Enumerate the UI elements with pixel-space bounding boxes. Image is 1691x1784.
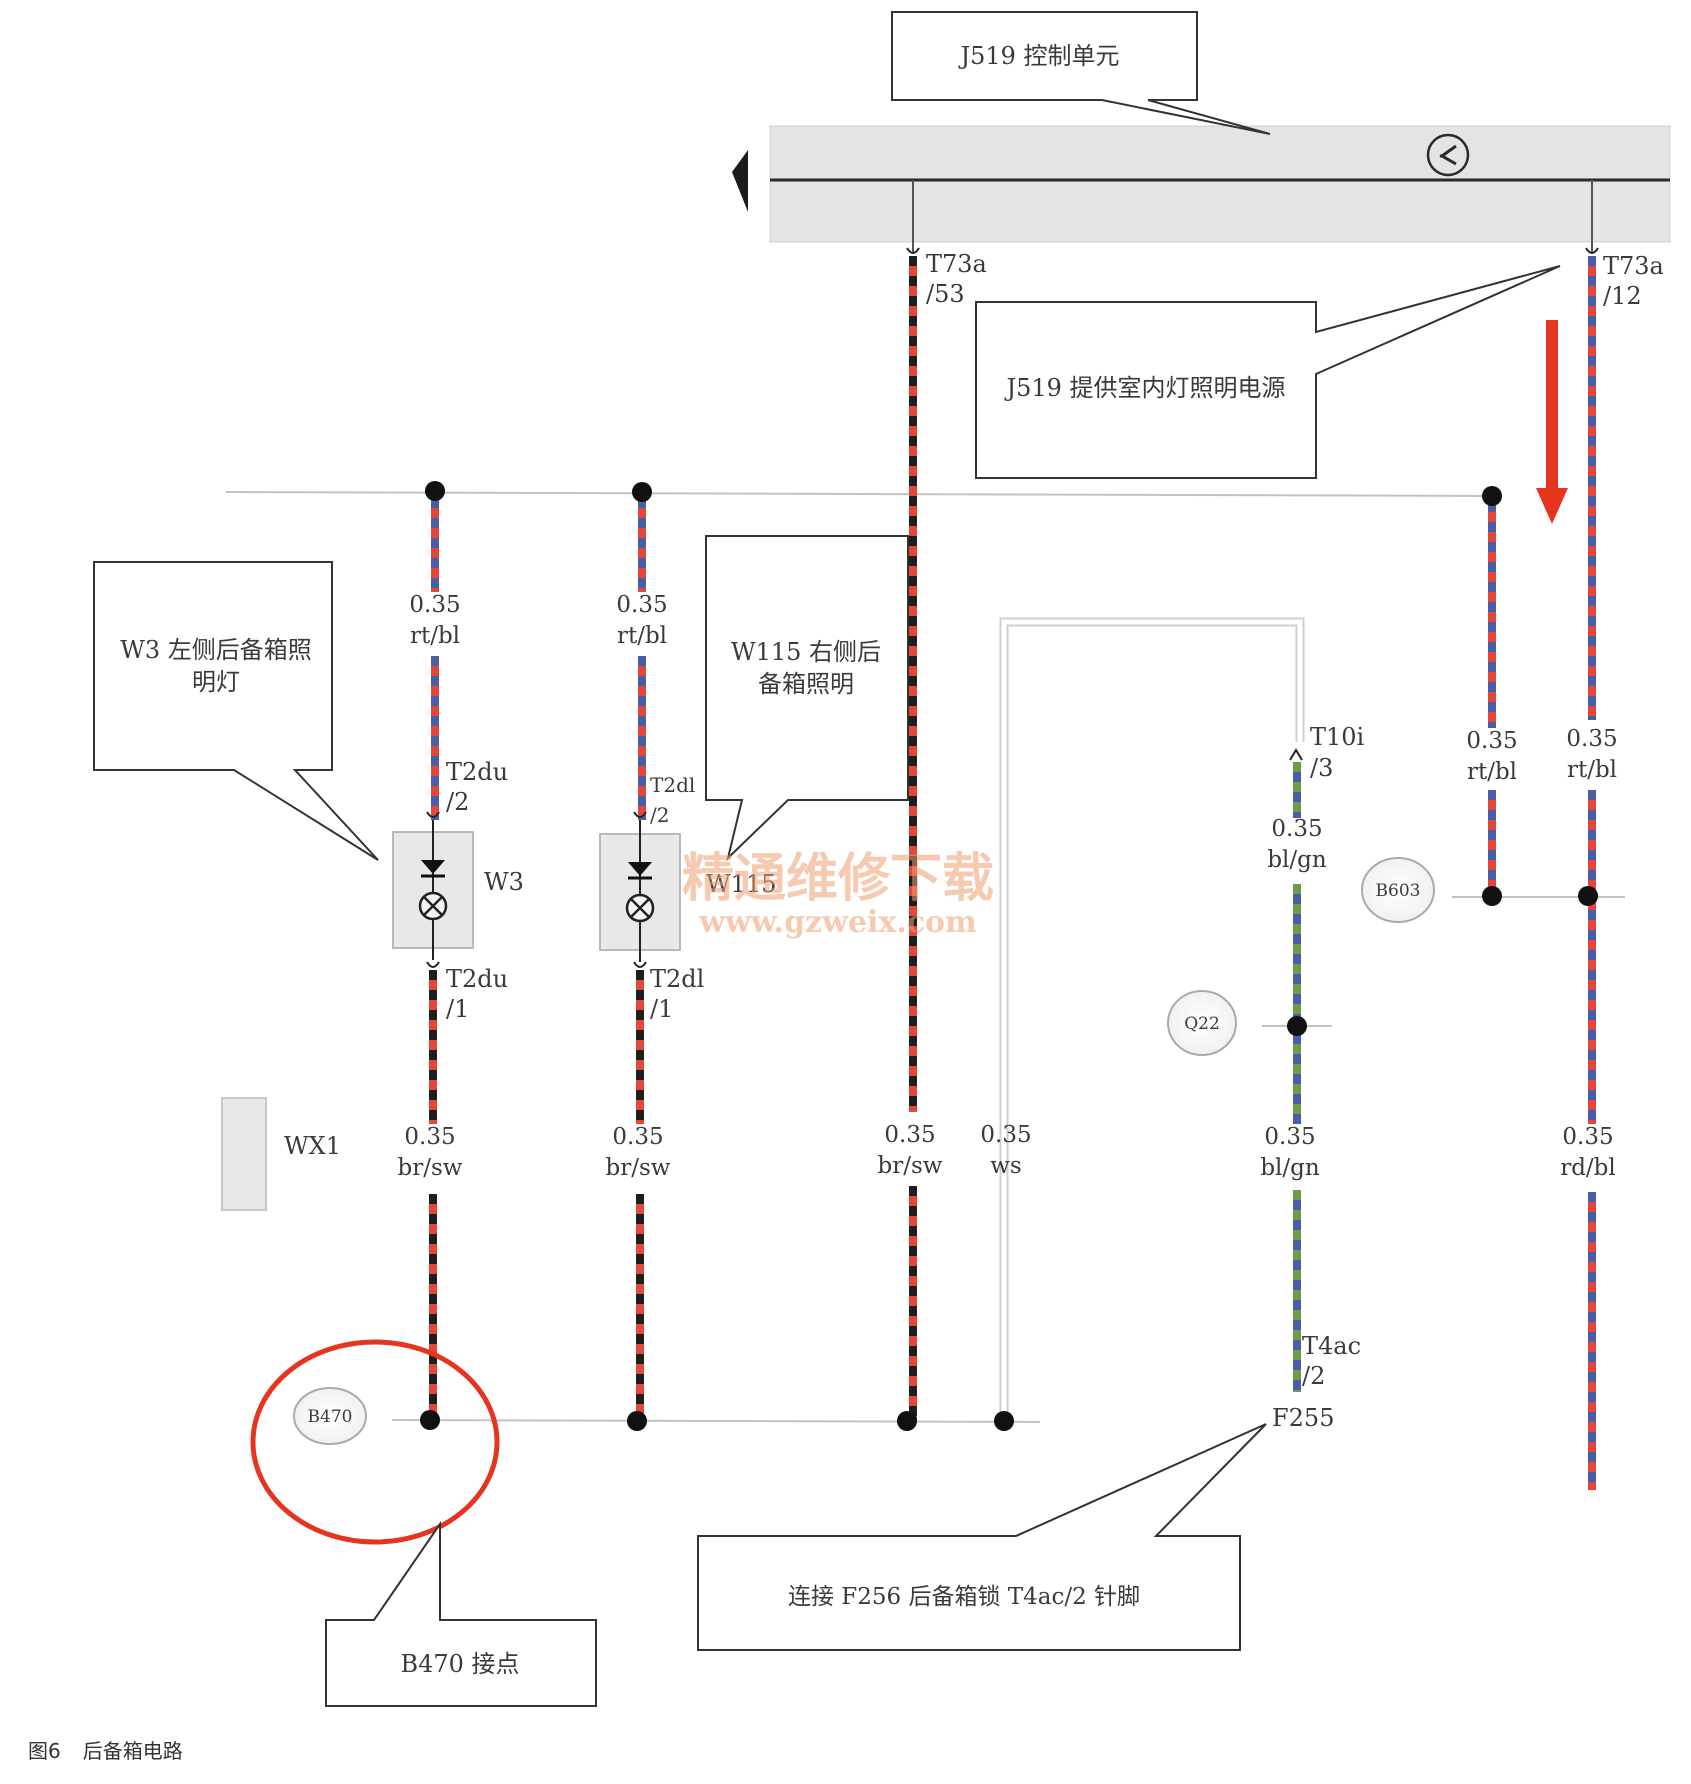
svg-text:B603: B603: [1376, 881, 1421, 901]
callout-f256-pin: 连接 F256 后备箱锁 T4ac/2 针脚: [697, 1423, 1267, 1651]
connector-t4ac-2: T4ac: [1302, 1332, 1361, 1360]
svg-text:Q22: Q22: [1184, 1014, 1220, 1034]
wire-color-label: ws: [990, 1153, 1022, 1179]
svg-text:连接 F256 后备箱锁 T4ac/2 针脚: 连接 F256 后备箱锁 T4ac/2 针脚: [788, 1584, 1140, 1610]
label-w3: W3: [484, 868, 524, 896]
connector-t2du-1: T2du: [446, 965, 508, 993]
callout-j519-power: J519 提供室内灯照明电源: [975, 265, 1561, 479]
wx1-component: [221, 1097, 267, 1211]
wire-color-label: rt/bl: [617, 623, 667, 649]
ground-point-b603: B603: [1361, 857, 1435, 923]
wire-size-label: 0.35: [1566, 726, 1617, 752]
label-w115: W115: [706, 870, 776, 898]
connector-labels: T73a /53 T73a /12 T2du /2 T2du /1 T2dl /…: [446, 250, 1664, 1390]
connector-t2du-2: T2du: [446, 758, 508, 786]
wire-size-label: 0.35: [1271, 816, 1322, 842]
wire-segments: [429, 256, 1596, 1490]
svg-text:J519 控制单元: J519 控制单元: [957, 42, 1119, 70]
connector-t2dl-2: T2dl: [650, 773, 695, 797]
j519-control-unit: [732, 125, 1671, 252]
current-flow-arrow: [1536, 320, 1568, 524]
ground-line-b470: [391, 1419, 1041, 1423]
upper-supply-line: [225, 491, 1501, 497]
callout-b470-point: B470 接点: [325, 1520, 597, 1707]
figure-number: 图6: [28, 1739, 61, 1763]
wire-color-label: bl/gn: [1260, 1155, 1320, 1181]
wire-size-label: 0.35: [1466, 728, 1517, 754]
wire-color-label: br/sw: [606, 1155, 671, 1181]
svg-text:/53: /53: [926, 280, 965, 308]
connector-t2dl-1: T2dl: [650, 965, 704, 993]
connector-pins: [426, 247, 1599, 968]
wire-labels: 0.35 rt/bl 0.35 rt/bl 0.35 rt/bl 0.35 rt/bl 0.35…: [398, 592, 1618, 1181]
connector-t10i-3: T10i: [1310, 723, 1365, 751]
splice-dots: [420, 481, 1598, 1431]
wire-color-label: br/sw: [878, 1153, 943, 1179]
switch-symbol-icon: [1426, 133, 1470, 177]
w115-lamp-symbol: [599, 820, 681, 962]
wire-color-label: bl/gn: [1267, 847, 1327, 873]
svg-text:明灯: 明灯: [192, 668, 240, 696]
white-wire-loop: [999, 617, 1305, 1420]
wire-size-label: 0.35: [404, 1124, 455, 1150]
callout-w3-lamp: W3 左侧后备箱照 明灯: [93, 561, 379, 861]
diode-icon: [421, 860, 445, 874]
wire-color-label: rt/bl: [1467, 759, 1517, 785]
label-f255: F255: [1272, 1404, 1334, 1432]
wire-color-label: rt/bl: [1567, 757, 1617, 783]
b470-highlight-circle: [250, 1339, 500, 1545]
ground-point-b470: B470: [293, 1387, 367, 1445]
figure-title: 后备箱电路: [82, 1739, 183, 1763]
svg-text:www.gzweix.com: www.gzweix.com: [698, 905, 977, 940]
svg-text:W3 左侧后备箱照: W3 左侧后备箱照: [120, 636, 312, 664]
svg-text:/2: /2: [650, 803, 669, 827]
svg-text:/1: /1: [650, 995, 673, 1023]
diode-icon: [628, 862, 652, 876]
watermark: 精通维修下载 www.gzweix.com: [682, 848, 994, 940]
svg-text:/2: /2: [1302, 1362, 1325, 1390]
bus-terminator-icon: [732, 150, 748, 212]
wire-color-label: rd/bl: [1560, 1155, 1616, 1181]
callout-j519-unit: J519 控制单元: [891, 11, 1271, 135]
wire-size-label: 0.35: [409, 592, 460, 618]
component-labels: W3 W115 WX1 F255: [284, 868, 1334, 1432]
svg-text:W115 右侧后: W115 右侧后: [731, 638, 881, 666]
callout-w115-lamp: W115 右侧后 备箱照明: [705, 535, 909, 862]
svg-text:/1: /1: [446, 995, 469, 1023]
svg-text:/3: /3: [1310, 754, 1333, 782]
wire-size-label: 0.35: [612, 1124, 663, 1150]
wire-size-label: 0.35: [884, 1122, 935, 1148]
connector-t73a-53: T73a: [926, 250, 987, 278]
wire-size-label: 0.35: [1562, 1124, 1613, 1150]
svg-text:/12: /12: [1603, 282, 1642, 310]
w3-lamp-symbol: [392, 820, 474, 960]
svg-text:备箱照明: 备箱照明: [758, 670, 854, 698]
label-wx1: WX1: [284, 1132, 341, 1160]
figure-caption: 图6 后备箱电路: [28, 1735, 205, 1764]
svg-text:B470 接点: B470 接点: [400, 1650, 519, 1678]
wire-size-label: 0.35: [616, 592, 667, 618]
svg-text:精通维修下载: 精通维修下载: [682, 848, 994, 909]
connector-t73a-12: T73a: [1603, 252, 1664, 280]
wire-color-label: rt/bl: [410, 623, 460, 649]
svg-text:B470: B470: [308, 1407, 353, 1427]
svg-text:J519 提供室内灯照明电源: J519 提供室内灯照明电源: [1003, 374, 1285, 402]
svg-text:/2: /2: [446, 788, 469, 816]
wire-size-label: 0.35: [1264, 1124, 1315, 1150]
ground-point-q22: Q22: [1167, 990, 1237, 1056]
wire-size-label: 0.35: [980, 1122, 1031, 1148]
wire-color-label: br/sw: [398, 1155, 463, 1181]
